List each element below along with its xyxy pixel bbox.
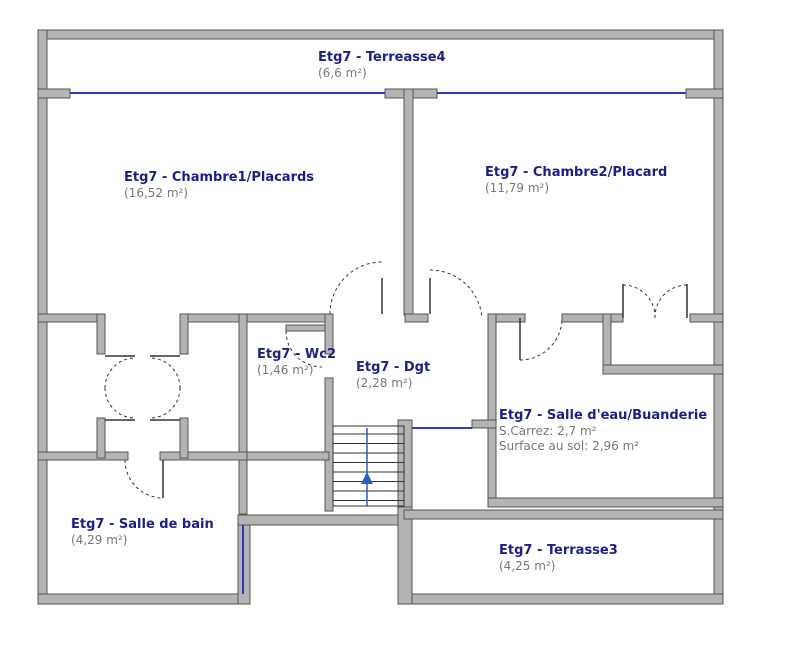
room-label-chambre2[interactable]: Etg7 - Chambre2/Placard (11,79 m²): [485, 165, 667, 196]
staircase: [332, 425, 405, 507]
wall-segment: [404, 313, 429, 323]
door-swing: [104, 387, 136, 419]
door-swing: [104, 357, 136, 389]
wall-segment: [403, 509, 724, 520]
room-label-terrasse4[interactable]: Etg7 - Terreasse4 (6,6 m²): [318, 50, 446, 81]
room-label-salle-eau[interactable]: Etg7 - Salle d'eau/Buanderie S.Carrez: 2…: [499, 408, 707, 454]
door-swing: [149, 357, 181, 389]
wall-segment: [561, 313, 624, 323]
wall-segment: [238, 451, 330, 461]
wall-segment: [179, 417, 189, 459]
door-swing: [124, 459, 164, 499]
room-name: Etg7 - Dgt: [356, 360, 431, 375]
room-area: (16,52 m²): [124, 186, 189, 201]
room-area: (1,46 m²): [257, 363, 314, 378]
wall-segment: [179, 313, 189, 355]
windows: [70, 92, 686, 594]
room-name: Etg7 - Chambre2/Placard: [485, 165, 668, 180]
wall-segment: [238, 313, 248, 515]
room-name: Etg7 - Wc2: [257, 347, 336, 362]
wall-segment: [285, 324, 326, 332]
wall-segment: [403, 593, 724, 605]
wall-segment: [37, 29, 724, 40]
wall-segment: [96, 313, 106, 355]
wall-segment: [689, 313, 724, 323]
room-name: Etg7 - Terrasse3: [499, 543, 618, 558]
door-swings: [104, 261, 688, 499]
wall-segment: [37, 451, 129, 461]
room-name: Etg7 - Salle d'eau/Buanderie: [499, 408, 708, 423]
wall-segment: [96, 417, 106, 459]
door-swing: [285, 330, 323, 368]
stair-outline: [332, 425, 405, 507]
wall-segment: [37, 313, 106, 323]
wall-segment: [403, 88, 414, 316]
door-swing: [149, 387, 181, 419]
room-name: Etg7 - Terreasse4: [318, 50, 446, 65]
door-swing: [654, 284, 688, 319]
room-label-terrasse3[interactable]: Etg7 - Terrasse3 (4,25 m²): [499, 543, 618, 574]
walls: [37, 29, 724, 605]
wall-segment: [397, 504, 413, 605]
stair-direction-arrow: [361, 472, 373, 484]
wall-segment: [397, 419, 413, 508]
wall-segment: [37, 593, 251, 605]
room-area: S.Carrez: 2,7 m²: [499, 424, 597, 439]
wall-segment: [471, 419, 497, 429]
wall-segment: [685, 88, 724, 99]
door-swing: [519, 317, 563, 361]
wall-segment: [37, 88, 71, 99]
room-area: (2,28 m²): [356, 376, 413, 391]
room-area: (11,79 m²): [485, 181, 550, 196]
room-label-dgt[interactable]: Etg7 - Dgt (2,28 m²): [356, 360, 430, 391]
room-label-wc2[interactable]: Etg7 - Wc2 (1,46 m²): [257, 347, 336, 378]
door-swing: [622, 284, 656, 319]
room-floor-area: Surface au sol: 2,96 m²: [499, 439, 640, 454]
wall-segment: [487, 497, 724, 508]
room-area: (6,6 m²): [318, 66, 367, 81]
wall-segment: [179, 313, 331, 323]
wall-segment: [237, 514, 404, 526]
room-label-salle-bain[interactable]: Etg7 - Salle de bain (4,29 m²): [71, 517, 214, 548]
room-name: Etg7 - Chambre1/Placards: [124, 170, 315, 185]
wall-segment: [487, 313, 497, 508]
door-swing: [329, 261, 383, 315]
wall-segment: [602, 364, 724, 375]
wall-segment: [324, 377, 334, 512]
wall-segment: [324, 313, 334, 355]
room-area: (4,29 m²): [71, 533, 128, 548]
wall-segment: [159, 451, 248, 461]
door-swing: [429, 269, 483, 319]
room-area: (4,25 m²): [499, 559, 556, 574]
room-label-chambre1[interactable]: Etg7 - Chambre1/Placards (16,52 m²): [124, 170, 314, 201]
room-name: Etg7 - Salle de bain: [71, 517, 214, 532]
wall-segment: [602, 313, 612, 370]
